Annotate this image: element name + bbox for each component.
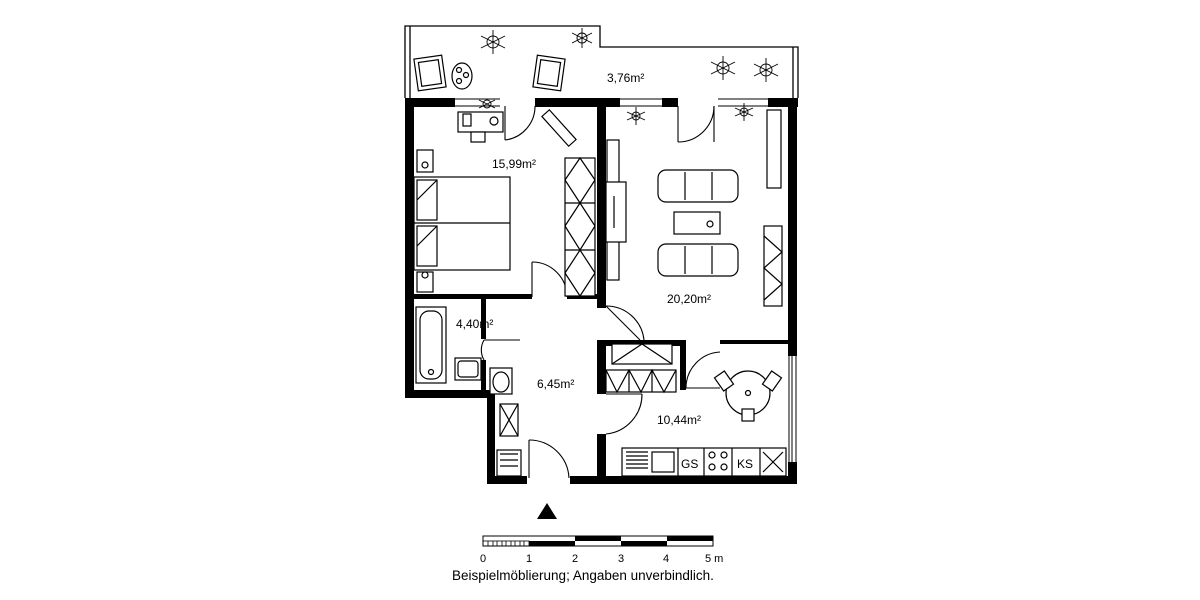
scale-tick-0: 0 xyxy=(480,553,486,565)
hall-furniture xyxy=(496,368,677,477)
scale-bar xyxy=(482,535,714,547)
plant-icons xyxy=(478,28,779,125)
kitchen-area-label: 10,44m² xyxy=(657,413,701,427)
bedroom-furniture xyxy=(413,108,596,298)
scale-tick-3: 3 xyxy=(618,553,624,565)
dishwasher-label: GS xyxy=(681,457,698,471)
bedroom-area-label: 15,99m² xyxy=(492,157,536,171)
windows xyxy=(455,98,797,462)
scale-tick-2: 2 xyxy=(572,553,578,565)
balcony-outline xyxy=(404,25,799,98)
scale-tick-5: 5 m xyxy=(705,553,723,565)
scale-tick-1: 1 xyxy=(526,553,532,565)
entrance-arrow-icon xyxy=(537,503,557,519)
living-area-label: 20,20m² xyxy=(667,292,711,306)
kitchen-furniture xyxy=(621,370,787,477)
fridge-label: KS xyxy=(737,457,753,471)
bath-fixtures xyxy=(415,306,513,395)
scale-tick-4: 4 xyxy=(663,553,669,565)
walls xyxy=(405,98,798,484)
balcony-furniture xyxy=(413,54,566,92)
balcony-area-label: 3,76m² xyxy=(607,71,644,85)
living-furniture xyxy=(605,109,783,365)
hall-area-label: 6,45m² xyxy=(537,377,574,391)
disclaimer-text: Beispielmöblierung; Angaben unverbindlic… xyxy=(452,568,714,583)
bath-area-label: 4,40m² xyxy=(456,317,493,331)
